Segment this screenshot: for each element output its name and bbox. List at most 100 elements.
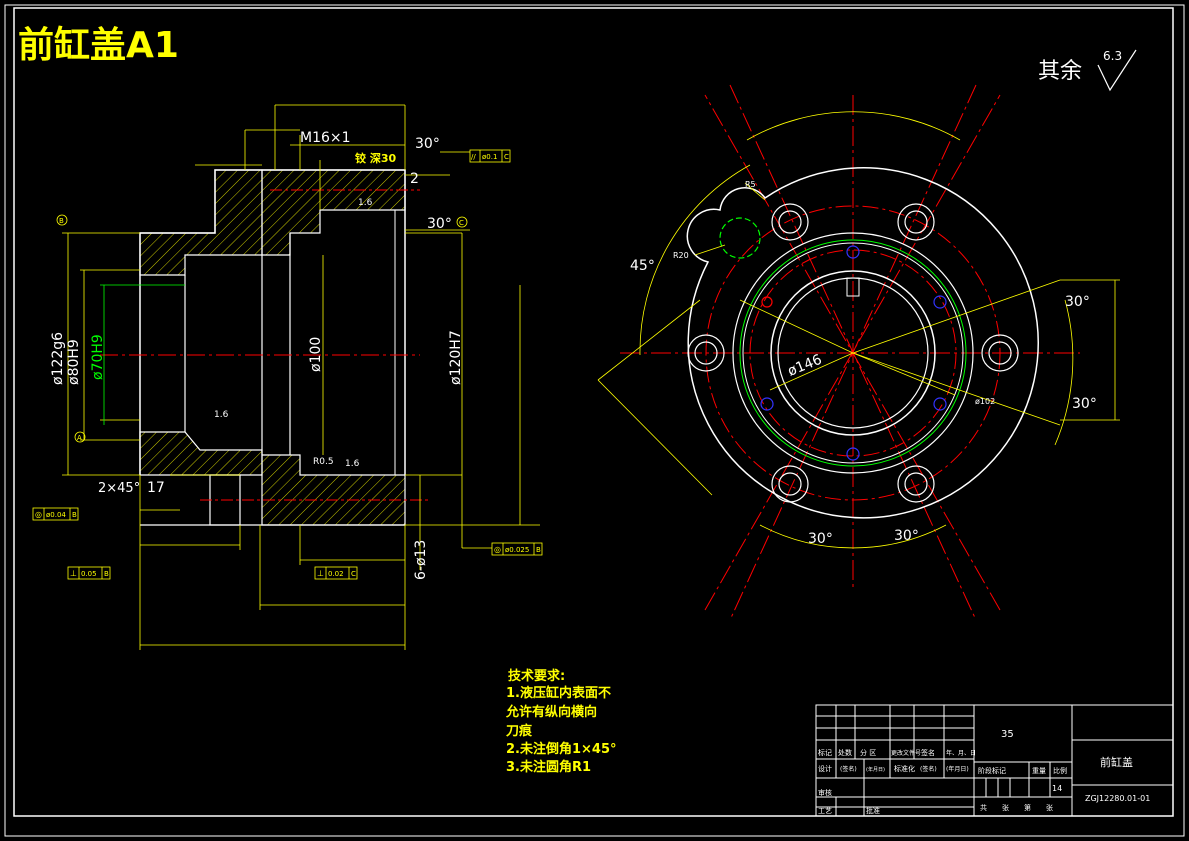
- svg-text://: //: [471, 153, 476, 161]
- bolt-holes: [687, 203, 1019, 503]
- bore-outer: [770, 270, 936, 436]
- datum-a-circle: [74, 431, 86, 443]
- tb-col-weight: 重量: [1032, 767, 1046, 775]
- outer-border: [4, 4, 1185, 837]
- dim-r5: R5: [745, 180, 756, 189]
- dim-r0-5: R0.5: [313, 457, 334, 467]
- green-dimension: [100, 284, 185, 425]
- keyway: [846, 277, 860, 297]
- svg-text:ø0.025: ø0.025: [505, 546, 529, 554]
- pin-holes: [760, 245, 947, 461]
- tb-design-4: (签名): [920, 765, 937, 773]
- svg-text:⊥: ⊥: [317, 569, 324, 578]
- notes-line-4: 2.未注倒角1×45°: [506, 741, 617, 757]
- notes-line-5: 3.未注圆角R1: [506, 759, 591, 775]
- dia-70h9: ø70H9: [90, 334, 106, 380]
- tb-header-4: 签名: [921, 748, 935, 757]
- section-view: M16×1 30° 30° 铰 深30 2 1.6 1.6 1.6 R0.5 2…: [32, 104, 543, 650]
- holes-6-13: 6-ø13: [413, 540, 429, 580]
- svg-text:C: C: [351, 570, 356, 578]
- angle-30-right-bottom: 30°: [1072, 396, 1097, 412]
- tolerance-frame-4: ⊥ 0.05 B: [67, 566, 111, 580]
- tb-header-1: 处数: [838, 748, 852, 757]
- tb-design-1: (签名): [840, 765, 857, 773]
- notes-heading: 技术要求:: [508, 668, 565, 684]
- angle-30-bottom-left: 30°: [808, 531, 833, 547]
- dim-17: 17: [147, 480, 165, 496]
- datum-a-letter: A: [77, 434, 82, 442]
- tb-left-approve: 批准: [866, 806, 880, 815]
- port-hole: [719, 217, 761, 259]
- bolt-hole-1: [771, 203, 809, 241]
- section-dimension-lines: [62, 104, 540, 650]
- title-block: 标记 处数 分 区 更改文件号 签名 年、月、日 设计 (签名) (年月日) 标…: [815, 704, 1174, 817]
- bolt-hole-4: [897, 465, 935, 503]
- tb-scale-cell: 14: [1052, 784, 1062, 793]
- tb-col-scale: 比例: [1053, 766, 1067, 775]
- flange-ring-2: [732, 232, 974, 474]
- angle-label-top: 30°: [415, 136, 440, 152]
- front-view: R5 R20 45° 30° 30° 30° 30° ø146 ø102: [597, 84, 1120, 621]
- angle-30-bottom-right: 30°: [894, 528, 919, 544]
- dia-122g6: ø122g6: [50, 332, 66, 385]
- svg-text:ø0.1: ø0.1: [482, 153, 497, 161]
- dia-80h9: ø80H9: [66, 339, 82, 385]
- flange-ring-3: [742, 242, 964, 464]
- angle-label-mid: 30°: [427, 216, 452, 232]
- section-outline-top: [139, 169, 406, 475]
- thread-label: M16×1: [300, 130, 351, 146]
- pin-circle: [749, 249, 957, 457]
- tb-design-0: 设计: [818, 764, 832, 773]
- bolt-hole-5: [771, 465, 809, 503]
- flange-ring-green: [739, 239, 967, 467]
- tolerance-frame-5: ⊥ 0.02 C: [314, 566, 358, 580]
- tb-header-0: 标记: [818, 748, 832, 757]
- tb-part-name: 前缸盖: [1100, 755, 1133, 769]
- section-hatch-bottom: [139, 431, 263, 476]
- ream-label: 铰 深30: [355, 151, 396, 165]
- datum-b-circle: [56, 214, 68, 226]
- front-dimension-lines: [597, 111, 1120, 549]
- svg-text:B: B: [536, 546, 541, 554]
- notes-line-3: 刀痕: [506, 723, 533, 739]
- notes-line-1: 1.液压缸内表面不: [506, 685, 611, 701]
- tb-left-audit: 审核: [818, 788, 832, 797]
- drawing-title: 前缸盖A1: [18, 24, 179, 66]
- dia-120h7: ø120H7: [448, 330, 464, 385]
- technical-notes: 技术要求: 1.液压缸内表面不 允许有纵向横向 刀痕 2.未注倒角1×45° 3…: [505, 668, 617, 775]
- bolt-hole-6: [687, 334, 725, 372]
- tb-design-2: (年月日): [866, 766, 885, 773]
- roughness-symbol: 其余 6.3: [1038, 49, 1137, 92]
- tb-bottom-0: 共: [980, 803, 987, 812]
- flange-outline: [686, 167, 1039, 519]
- svg-text:B: B: [104, 570, 109, 578]
- svg-text:C: C: [504, 153, 509, 161]
- tb-header-5: 年、月、日: [946, 749, 976, 757]
- roughness-1-6-b: 1.6: [214, 410, 229, 420]
- bolt-circle: [705, 205, 1001, 501]
- inner-border: [13, 7, 1174, 817]
- svg-text:◎: ◎: [494, 545, 501, 554]
- svg-text:0.02: 0.02: [328, 570, 344, 578]
- roughness-label: 其余: [1038, 59, 1082, 84]
- datum-c-letter: C: [459, 219, 464, 227]
- tb-bottom-3: 张: [1046, 803, 1053, 812]
- dia-146: ø146: [786, 352, 825, 380]
- tb-design-3: 标准化: [894, 764, 915, 773]
- tb-header-3: 更改文件号: [891, 749, 921, 757]
- svg-text:ø0.04: ø0.04: [46, 511, 66, 519]
- tb-bottom-1: 张: [1002, 803, 1009, 812]
- dim-r20: R20: [673, 251, 689, 260]
- roughness-1-6-c: 1.6: [345, 459, 360, 469]
- angle-30-right-top: 30°: [1065, 294, 1090, 310]
- dia-100: ø100: [308, 337, 324, 372]
- svg-text:B: B: [72, 511, 77, 519]
- svg-text:◎: ◎: [35, 510, 42, 519]
- svg-text:⊥: ⊥: [70, 569, 77, 578]
- chamfer-label: 2×45°: [98, 481, 140, 496]
- tb-material: 35: [1001, 729, 1014, 740]
- datum-b-letter: B: [59, 217, 64, 225]
- section-hatch-top-right: [261, 169, 406, 256]
- tb-header-2: 分 区: [860, 748, 876, 757]
